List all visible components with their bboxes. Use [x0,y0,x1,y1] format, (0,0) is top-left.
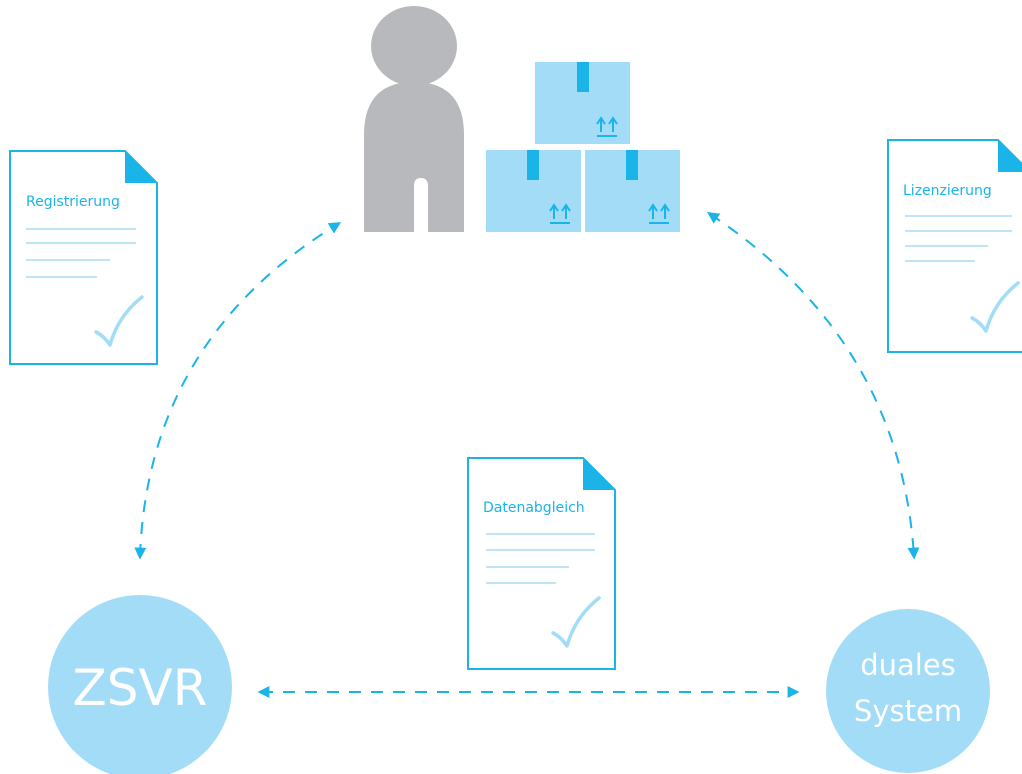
document-text-lines [26,228,136,278]
registration-document: Registrierung [9,150,158,365]
this-side-up-arrows-icon [596,116,618,137]
package-box-icon [486,150,581,232]
checkmark-icon [94,295,144,347]
zsvr-label: ZSVR [73,659,208,717]
dashed-arrow-person-zsvr [134,222,342,560]
dashed-arrow-boxes-dual-system [707,212,920,560]
licensing-document: Lizenzierung [887,139,1022,353]
zsvr-node: ZSVR [48,595,232,774]
checkmark-icon [970,281,1020,333]
checkmark-icon [551,596,601,648]
document-text-lines [486,533,595,584]
this-side-up-arrows-icon [648,203,670,224]
licensing-document-title: Lizenzierung [903,183,992,199]
this-side-up-arrows-icon [549,203,571,224]
document-icon [467,457,616,670]
registration-document-title: Registrierung [26,194,120,210]
person-icon [364,6,464,232]
data-sync-document-title: Datenabgleich [483,500,585,516]
dual-system-node: duales System [826,609,990,773]
package-box-icon [535,62,630,144]
package-box-icon [585,150,680,232]
data-sync-document: Datenabgleich [467,457,616,670]
dual-system-label-line1: duales [860,648,956,682]
dual-system-label-line2: System [854,694,962,728]
